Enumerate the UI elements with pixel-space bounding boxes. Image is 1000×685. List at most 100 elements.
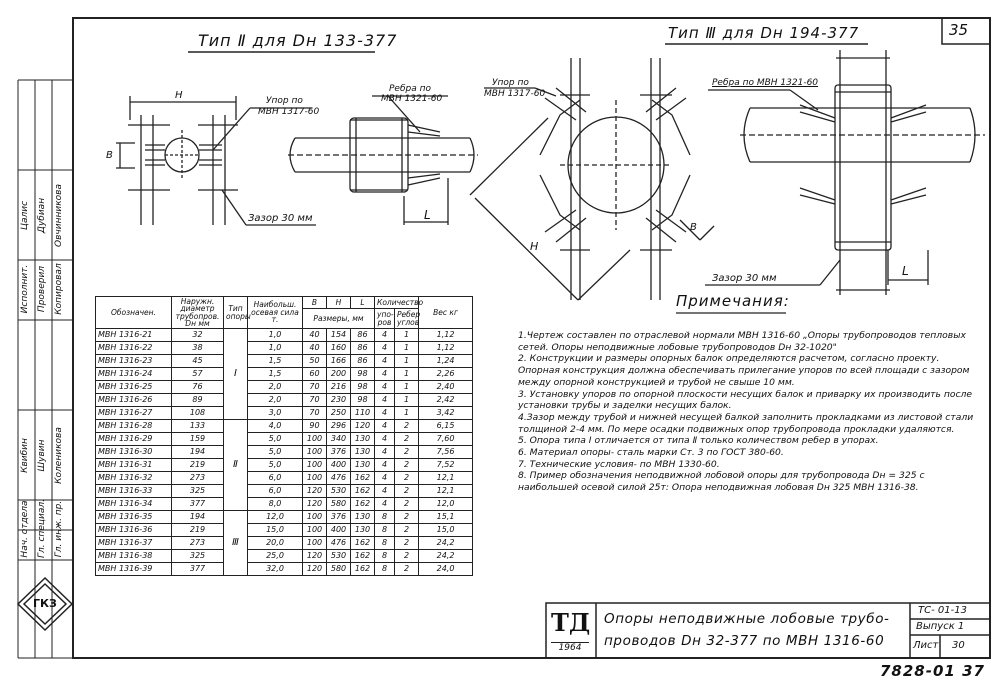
cell-r: 2 xyxy=(393,536,420,550)
cell-b: 50 xyxy=(302,354,327,368)
cell-h: 296 xyxy=(326,419,351,433)
cell-w: 3,42 xyxy=(418,406,474,420)
dim-B-right: B xyxy=(690,222,697,233)
cell-dn: 194 xyxy=(171,445,224,459)
side-stamp-text: Исполнит. xyxy=(20,264,30,314)
note-item: 5. Опора типа Ⅰ отличается от типа Ⅱ тол… xyxy=(518,435,879,447)
cell-f: 15,0 xyxy=(247,523,303,537)
cell-u: 4 xyxy=(374,406,395,420)
cell-r: 1 xyxy=(393,354,420,368)
cell-b: 70 xyxy=(302,380,327,394)
side-stamp-text: Гл. специал. xyxy=(37,499,47,558)
cell-h: 250 xyxy=(326,406,351,420)
cell-dn: 273 xyxy=(171,471,224,485)
note-item: 7. Технические условия- по МВН 1330-60. xyxy=(518,458,720,470)
side-stamp-text: Коленикова xyxy=(54,427,64,484)
cell-b: 120 xyxy=(302,484,327,498)
side-stamp-text: Дубиан xyxy=(37,197,47,234)
cell-b: 120 xyxy=(302,497,327,511)
cell-w: 12,1 xyxy=(418,484,474,498)
cell-l: 120 xyxy=(350,419,375,433)
cell-dn: 38 xyxy=(171,341,224,355)
cell-u: 8 xyxy=(374,510,395,524)
cell-dn: 219 xyxy=(171,523,224,537)
cell-d: МВН 1316-34 xyxy=(95,497,172,511)
note-item: 8. Пример обозначения неподвижной лобово… xyxy=(518,470,925,494)
cell-d: МВН 1316-27 xyxy=(95,406,172,420)
cell-dn: 194 xyxy=(171,510,224,524)
cell-d: МВН 1316-22 xyxy=(95,341,172,355)
cell-f: 1,0 xyxy=(247,341,303,355)
cell-r: 1 xyxy=(393,367,420,381)
cell-h: 530 xyxy=(326,549,351,563)
cell-h: 200 xyxy=(326,367,351,381)
note-item: 6. Материал опоры- сталь марки Ст. 3 по … xyxy=(518,447,784,459)
th-max-force: Наибольш. осевая сила т. xyxy=(247,296,303,329)
cell-w: 6,15 xyxy=(418,419,474,433)
cell-f: 32,0 xyxy=(247,562,303,576)
cell-r: 2 xyxy=(393,458,420,472)
cell-f: 5,0 xyxy=(247,445,303,459)
gkz-logo-icon xyxy=(16,576,74,632)
cell-w: 7,60 xyxy=(418,432,474,446)
note-item: 1.Чертеж составлен по отраслевой нормали… xyxy=(518,330,966,353)
cell-b: 100 xyxy=(302,536,327,550)
upor-right-std: МВН 1317-60 xyxy=(484,89,546,99)
dim-L-left: L xyxy=(424,208,431,222)
cell-w: 2,26 xyxy=(418,367,474,381)
cell-l: 162 xyxy=(350,471,375,485)
cell-w: 24,2 xyxy=(418,536,474,550)
cell-dn: 377 xyxy=(171,497,224,511)
rebra-right-label: Ребра по МВН 1321-60 xyxy=(712,78,819,88)
dim-H-left: H xyxy=(175,90,183,101)
side-stamp-lines xyxy=(17,79,73,659)
cell-d: МВН 1316-33 xyxy=(95,484,172,498)
cell-u: 4 xyxy=(374,328,395,342)
cell-h: 580 xyxy=(326,497,351,511)
cell-b: 90 xyxy=(302,419,327,433)
cell-w: 2,40 xyxy=(418,380,474,394)
type3-drawing xyxy=(469,43,985,314)
cell-h: 400 xyxy=(326,458,351,472)
cell-u: 4 xyxy=(374,393,395,407)
cell-dn: 108 xyxy=(171,406,224,420)
th-weight: Вес кг xyxy=(418,296,474,329)
cell-dn: 325 xyxy=(171,549,224,563)
th-type: Тип опоры xyxy=(223,296,251,329)
cell-b: 40 xyxy=(302,328,327,342)
cell-r: 2 xyxy=(393,432,420,446)
sheet-number-box xyxy=(941,17,991,45)
notes-list: 1.Чертеж составлен по отраслевой нормали… xyxy=(518,330,980,494)
rebra-left-label: Ребра по xyxy=(389,84,431,94)
title-line-1: Опоры неподвижные лобовые трубо- xyxy=(604,611,890,627)
th-quantity: Количество xyxy=(373,296,423,309)
cell-l: 110 xyxy=(350,406,375,420)
cell-dn: 76 xyxy=(171,380,224,394)
cell-f: 12,0 xyxy=(247,510,303,524)
cell-u: 4 xyxy=(374,432,395,446)
cell-l: 130 xyxy=(350,458,375,472)
cell-f: 25,0 xyxy=(247,549,303,563)
cell-u: 4 xyxy=(374,341,395,355)
cell-d: МВН 1316-21 xyxy=(95,328,172,342)
cell-u: 4 xyxy=(374,367,395,381)
upor-left-label: Упор по xyxy=(266,96,303,106)
cell-f: 1,0 xyxy=(247,328,303,342)
sheet-value: 30 xyxy=(952,640,965,651)
cell-w: 24,2 xyxy=(418,549,474,563)
cell-f: 2,0 xyxy=(247,380,303,394)
cell-dn: 32 xyxy=(171,328,224,342)
cell-dn: 45 xyxy=(171,354,224,368)
cell-r: 2 xyxy=(393,510,420,524)
cell-d: МВН 1316-36 xyxy=(95,523,172,537)
cell-f: 2,0 xyxy=(247,393,303,407)
